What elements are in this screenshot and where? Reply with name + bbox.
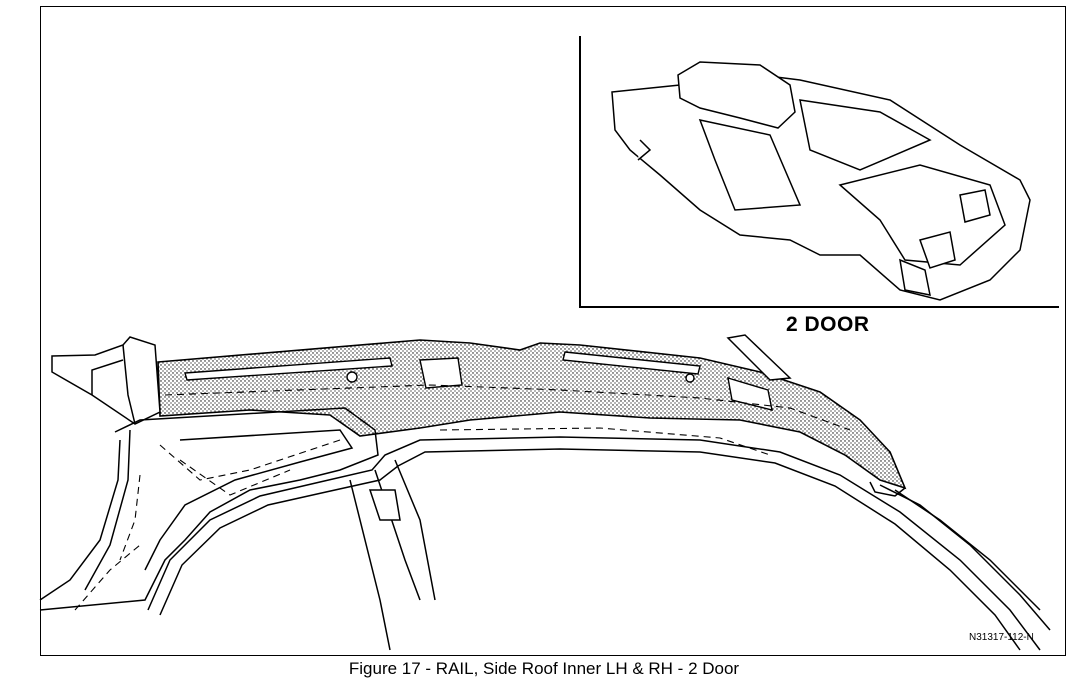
car-body-inset (611, 61, 1031, 301)
inset-label: 2 DOOR (786, 313, 870, 336)
part-number: N31317-112-N (969, 632, 1034, 643)
rail-slots (184, 351, 773, 411)
hidden-lines (74, 384, 851, 611)
figure-caption: Figure 17 - RAIL, Side Roof Inner LH & R… (348, 659, 740, 678)
inset-frame (579, 36, 1059, 308)
side-roof-inner-rail (157, 339, 907, 490)
body-structure-lines (39, 334, 1051, 651)
